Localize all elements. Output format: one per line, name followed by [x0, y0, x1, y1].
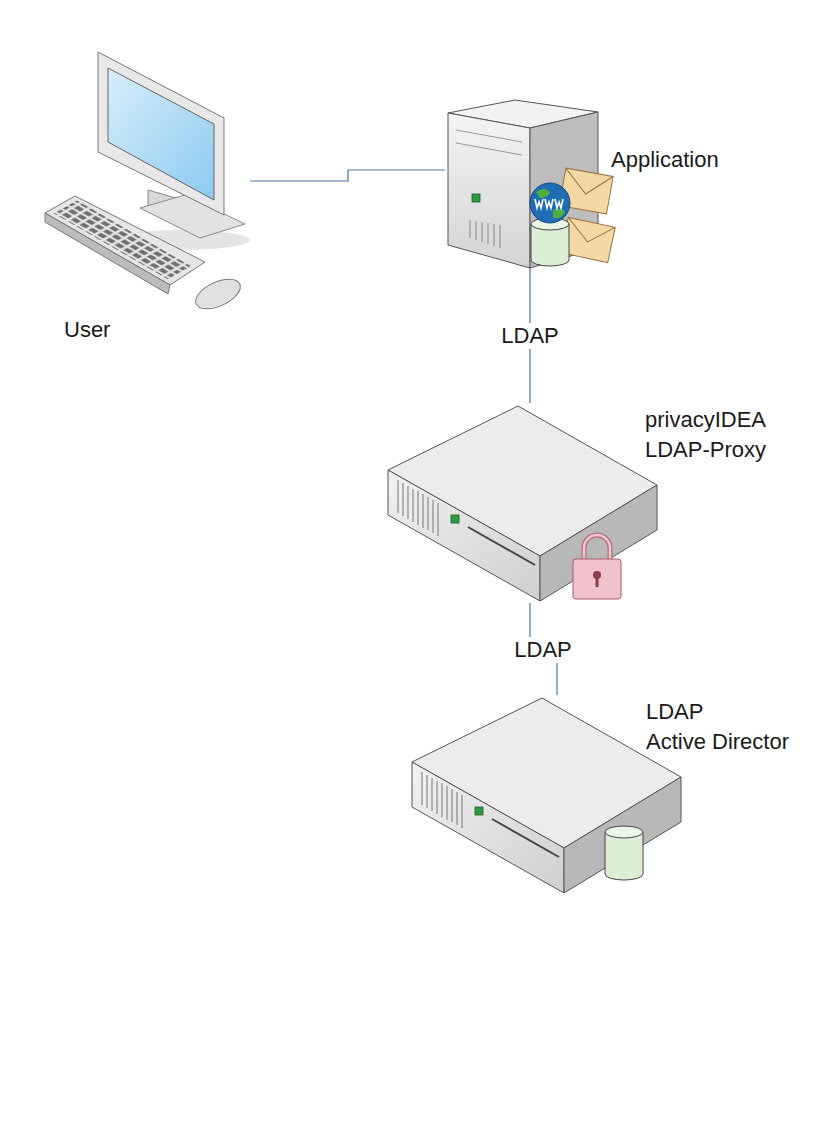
server-tower-icon-part	[472, 194, 480, 202]
database-cylinder	[531, 218, 569, 266]
rack-server-icon-part	[388, 406, 657, 601]
server-tower-icon-part	[482, 222, 483, 242]
rack-server-icon-part	[412, 698, 681, 893]
rack-server-icon	[412, 698, 681, 893]
globe-icon-part	[533, 198, 567, 209]
computer-icon-part	[54, 201, 191, 280]
server-tower-icon-part	[456, 143, 522, 155]
database-cylinder-part	[605, 832, 643, 880]
connector-line	[250, 170, 445, 181]
globe-icon	[530, 183, 570, 223]
globe-icon-part	[545, 199, 553, 208]
database-cylinder	[605, 826, 643, 880]
application-server-node: Application	[445, 95, 745, 268]
computer-icon-part	[191, 273, 245, 315]
connector-label: LDAP	[511, 637, 574, 663]
globe-icon-part	[530, 183, 570, 223]
rack-server-icon	[388, 406, 657, 601]
computer-icon-part	[140, 195, 245, 238]
computer-icon-part	[45, 196, 205, 285]
computer-icon-part-part	[54, 201, 191, 280]
padlock-icon	[573, 535, 621, 599]
directory-server-node: LDAP Active Director	[410, 695, 825, 895]
globe-icon-part	[553, 208, 565, 218]
globe-icon-part	[555, 199, 563, 208]
padlock-icon-part	[584, 535, 610, 560]
padlock-icon-part	[584, 535, 610, 560]
globe-icon-part	[536, 189, 550, 198]
server-tower-icon-part	[500, 225, 501, 248]
node-label: privacyIDEA LDAP-Proxy	[645, 405, 795, 465]
node-label: Application	[611, 145, 719, 175]
computer-icon	[45, 52, 250, 315]
server-tower-icon-part	[494, 224, 495, 246]
padlock-icon-part	[596, 577, 599, 587]
server-tower-icon-part	[470, 220, 471, 238]
database-cylinder-part	[605, 826, 643, 838]
server-tower-icon-part	[456, 130, 522, 142]
computer-node: User	[40, 45, 250, 349]
computer-icon-part	[98, 52, 224, 215]
connector-label: LDAP	[498, 323, 561, 349]
proxy-server-node: privacyIDEA LDAP-Proxy	[385, 403, 799, 603]
node-label: LDAP Active Director	[646, 697, 821, 757]
server-tower-icon-part	[448, 113, 530, 268]
mail-icon-part-part	[562, 168, 613, 198]
computer-icon-part	[108, 68, 214, 200]
mail-icon-part-part	[564, 217, 615, 247]
server-tower-icon-part	[476, 221, 477, 240]
padlock-icon-part	[573, 559, 621, 599]
node-label: User	[64, 315, 110, 345]
globe-icon-part	[535, 199, 543, 208]
server-tower-icon-part	[488, 223, 489, 244]
